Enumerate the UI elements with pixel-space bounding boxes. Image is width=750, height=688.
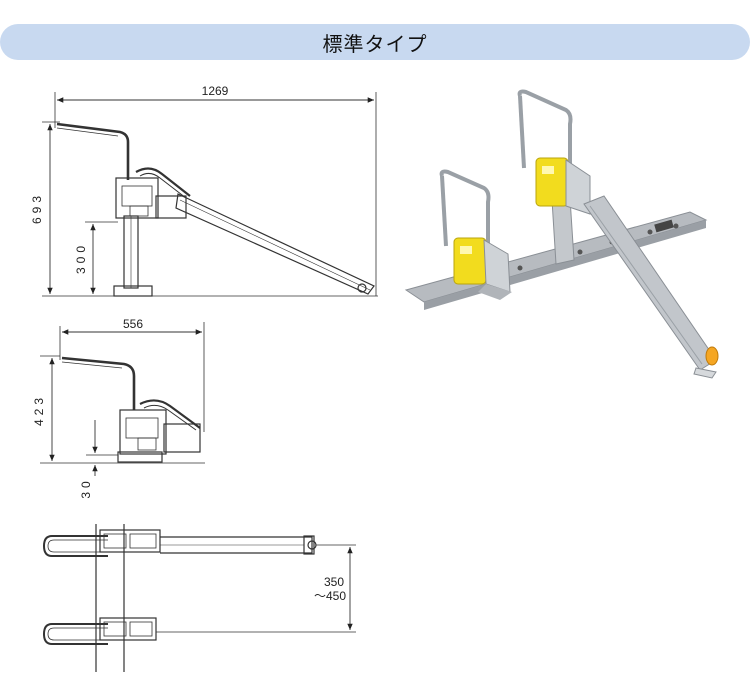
side-view-drawing xyxy=(42,92,378,297)
folded-base-dim: 30 xyxy=(79,477,93,498)
folded-view-drawing xyxy=(40,322,205,476)
top-pitch-dim-line1: 350 xyxy=(324,575,344,589)
top-view-drawing xyxy=(42,524,356,672)
top-pitch-dim-line2: ～450 xyxy=(314,589,346,603)
side-post-dim: 300 xyxy=(74,242,88,274)
folded-height-dim: 423 xyxy=(32,394,46,426)
product-illustration xyxy=(404,89,719,379)
title-banner: 標準タイプ xyxy=(0,24,750,60)
section-title: 標準タイプ xyxy=(322,31,428,56)
folded-width-dim: 556 xyxy=(123,317,143,331)
side-height-dim: 693 xyxy=(30,192,44,224)
side-width-dim: 1269 xyxy=(202,84,229,98)
